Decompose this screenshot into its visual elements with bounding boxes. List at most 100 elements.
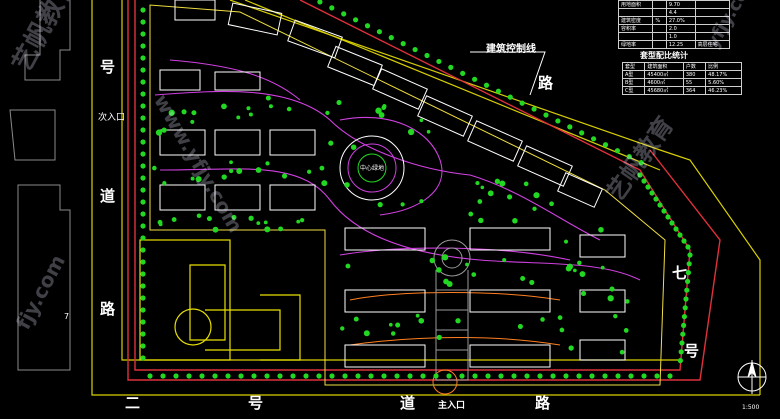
stats-cell <box>652 0 667 9</box>
tree-marker <box>679 340 685 346</box>
tree-marker <box>649 190 655 196</box>
tree-marker <box>140 19 146 25</box>
tree-marker <box>448 64 454 70</box>
tree-marker <box>140 127 146 133</box>
tree-marker <box>446 373 452 379</box>
tree-marker <box>212 373 218 379</box>
building-control-line <box>149 4 666 386</box>
tree-marker <box>377 202 383 208</box>
tree-marker <box>162 181 167 186</box>
tree-marker <box>378 112 385 118</box>
tree-marker <box>478 217 484 224</box>
tree-marker <box>459 373 465 379</box>
tree-marker <box>677 358 684 364</box>
tree-marker <box>641 373 647 379</box>
tree-marker <box>468 211 474 217</box>
road-label-south-3: 道 <box>400 394 416 412</box>
tree-marker <box>321 180 328 187</box>
tree-marker <box>395 322 401 328</box>
tree-marker <box>600 265 605 270</box>
tree-marker <box>268 104 273 109</box>
tree-marker <box>317 0 323 5</box>
tree-marker <box>152 165 157 171</box>
tree-marker <box>140 31 146 37</box>
tree-marker <box>221 174 227 180</box>
tree-marker <box>568 345 574 351</box>
tree-marker <box>381 373 387 379</box>
tree-marker <box>661 208 667 214</box>
leader-line <box>470 51 546 96</box>
tree-marker <box>533 192 540 199</box>
tree-marker <box>677 232 683 238</box>
tree-marker <box>231 214 237 220</box>
tree-marker <box>685 278 691 284</box>
school-building <box>139 239 301 361</box>
tree-marker <box>519 100 525 106</box>
stats-cell <box>617 32 654 41</box>
stats-cell <box>694 0 731 9</box>
tree-marker <box>400 202 405 207</box>
tree-marker <box>678 349 684 355</box>
tree-marker <box>665 214 671 220</box>
stats-cell: 1.0 <box>665 32 696 41</box>
road-label-west-3: 路 <box>100 300 116 318</box>
tree-marker <box>637 172 643 178</box>
buildings <box>159 0 626 368</box>
tree-marker <box>221 103 227 110</box>
tree-marker <box>507 94 513 100</box>
tree-marker <box>540 317 545 322</box>
stats-cell <box>652 40 667 49</box>
tree-marker <box>375 107 382 114</box>
tree-marker <box>613 313 618 319</box>
tree-marker <box>511 373 517 379</box>
tree-marker <box>355 373 361 379</box>
tree-marker <box>248 215 254 221</box>
tree-marker <box>195 176 202 183</box>
tree-marker <box>140 355 146 361</box>
tree-marker <box>426 129 431 134</box>
tree-marker <box>140 139 146 145</box>
tree-marker <box>499 180 506 187</box>
stats-cell <box>652 24 667 33</box>
tree-marker <box>190 119 195 124</box>
tree-marker <box>460 70 466 76</box>
tree-marker <box>281 173 288 179</box>
tree-marker <box>353 316 359 322</box>
tree-marker <box>160 373 166 379</box>
tree-marker <box>681 314 688 320</box>
tree-marker <box>472 373 478 379</box>
tree-marker <box>388 35 394 41</box>
tree-marker <box>614 148 621 154</box>
tree-marker <box>520 275 526 281</box>
tree-marker <box>625 299 630 304</box>
tree-marker <box>342 373 348 379</box>
tree-marker <box>299 218 305 223</box>
stats-cell: 4.4 <box>665 8 696 17</box>
road-label-south-4: 路 <box>535 394 551 412</box>
parcel-number: 7 <box>64 312 70 321</box>
ratio-cell: 48.17% <box>705 70 742 79</box>
ratio-cell: A型 <box>621 70 646 79</box>
tree-marker <box>140 55 146 61</box>
secondary-entrance-label: 次入口 <box>98 113 126 123</box>
tree-marker <box>673 226 679 232</box>
tree-marker <box>307 169 312 174</box>
tree-marker <box>264 373 270 379</box>
tree-marker <box>465 262 469 267</box>
north-arrow-icon <box>737 360 767 394</box>
tree-marker <box>381 105 387 110</box>
tree-marker <box>140 7 146 13</box>
stats-cell: 建筑密度 <box>617 16 654 25</box>
ratio-cell: 45400㎡ <box>644 70 684 79</box>
tree-marker <box>186 373 192 379</box>
ratio-header-cell: 户数 <box>682 62 707 71</box>
tree-marker <box>573 268 577 273</box>
tree-marker <box>686 261 692 267</box>
tree-marker <box>140 235 146 241</box>
tree-marker <box>140 151 146 157</box>
tree-marker <box>303 373 309 379</box>
tree-marker <box>140 259 146 265</box>
tree-marker <box>680 331 686 337</box>
